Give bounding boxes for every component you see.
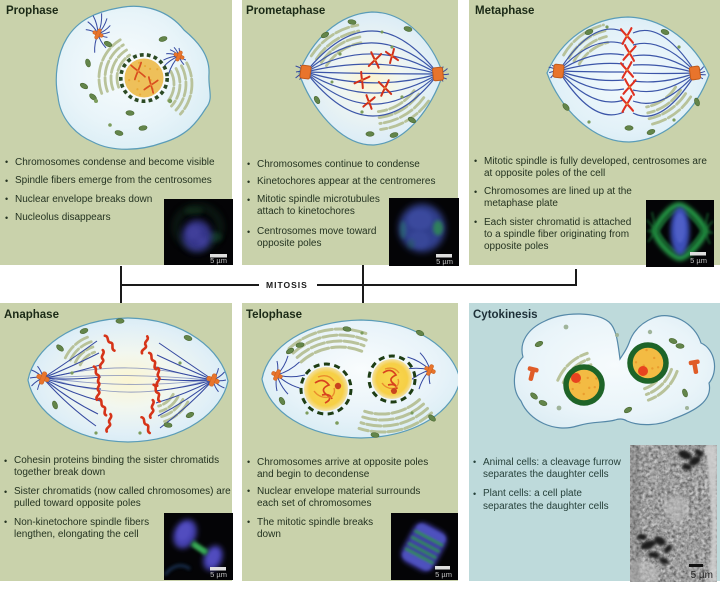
svg-text:5 µm: 5 µm: [435, 570, 452, 579]
svg-text:5 µm: 5 µm: [691, 570, 713, 581]
svg-text:5 µm: 5 µm: [210, 570, 227, 579]
svg-text:5 µm: 5 µm: [210, 256, 227, 265]
svg-text:5 µm: 5 µm: [690, 256, 707, 265]
svg-text:5 µm: 5 µm: [436, 257, 453, 266]
